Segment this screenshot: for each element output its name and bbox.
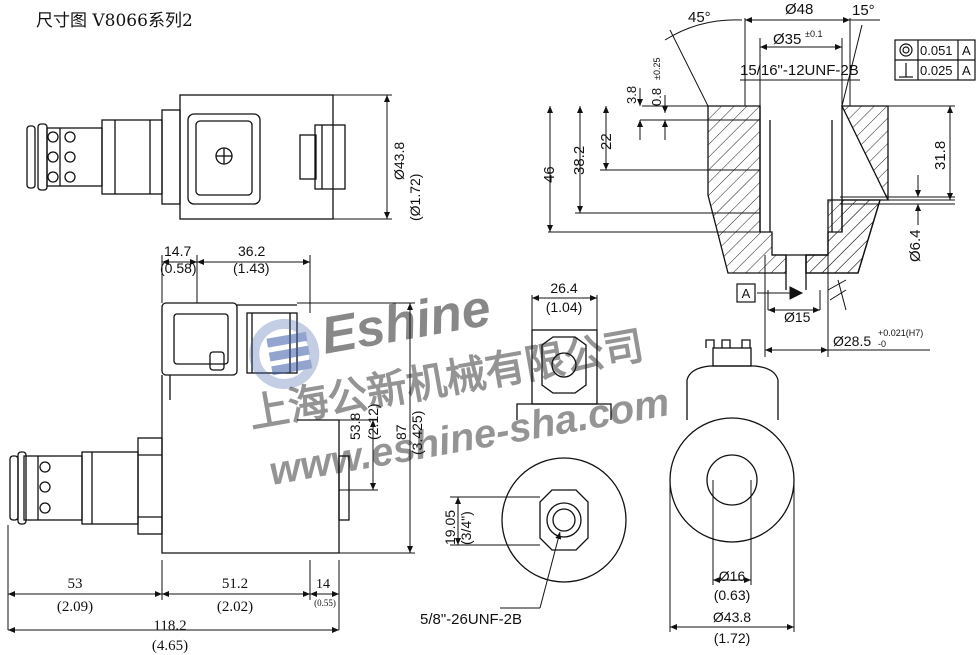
dim-label: Ø43.8 [391,142,407,180]
dim-label: 36.2 [238,243,265,259]
dim-label: (3/4") [458,511,474,545]
dim-label: Ø43.8 [713,609,751,625]
dim-label: Ø48 [785,1,813,18]
cavity-section [707,105,890,290]
dim-label: 118.2 [153,618,186,634]
datum-label: A [742,286,751,301]
dim-label: (1.43) [233,260,270,276]
dim-label: 51.2 [222,576,248,592]
dim-label: (0.55) [314,598,336,608]
dim-label: (1.04) [546,299,583,315]
o-ring [37,123,48,191]
dim-label: (2.09) [57,599,93,615]
fcf-ref: A [962,63,971,78]
o-ring [26,125,36,189]
dim-label: 14 [316,577,330,592]
dim-label: 87 [393,424,409,440]
fcf-value: 0.025 [920,63,953,78]
dim-tolerance: ±0.25 [652,58,662,80]
dim-tolerance: -0 [878,339,886,349]
dim-label: 46 [541,166,558,183]
watermark: Eshine 上海公新机械有限公司 www.eshine-sha.com [246,279,673,494]
dim-label: Ø15 [784,309,811,325]
dim-label: 31.8 [932,141,949,170]
dim-tolerance: +0.021(H7) [878,328,923,338]
dim-label: 3.8 [624,86,639,104]
dim-label: Ø6.4 [907,229,924,262]
dim-label: (2.12) [365,403,381,440]
feature-control-frame [894,39,976,81]
dim-label: (0.63) [714,587,751,603]
thread-label: 5/8"-26UNF-2B [420,611,522,628]
dim-label: 0.8 [649,88,664,106]
dim-label: (2.02) [217,599,253,615]
front-view [501,329,627,583]
dim-label: 53 [68,576,83,592]
dim-tolerance: ±0.1 [805,29,822,39]
dim-label: 19.05 [442,510,458,545]
datum-box [736,283,756,303]
dim-label: (4.65) [152,638,188,654]
dim-label: 53.8 [347,413,363,440]
dim-label: (3.425) [409,411,425,455]
fcf-ref: A [962,43,971,58]
dim-label: (1.72) [714,630,751,646]
dim-label: Ø28.5 [833,333,871,349]
eshine-logo-icon [249,318,320,389]
end-view [669,339,795,543]
dim-label: 38.2 [571,146,588,175]
angle-label: 45° [688,9,711,26]
dim-label: 22 [598,133,615,150]
top-side-view [26,94,346,220]
drawing-title: 尺寸图 V8066系列2 [36,11,193,31]
dim-label: (0.58) [160,260,197,276]
dim-label: (Ø1.72) [407,174,423,221]
dim-label: Ø16 [719,568,746,584]
dim-label: 26.4 [550,280,577,296]
concentricity-icon [899,43,913,57]
fcf-value: 0.051 [920,43,953,58]
angle-label: 15° [852,2,875,19]
dim-label: 14.7 [164,243,191,259]
thread-label: 15/16"-12UNF-2B [740,62,859,79]
watermark-brand: Eshine [317,279,495,366]
dim-label: Ø35 [773,31,801,48]
